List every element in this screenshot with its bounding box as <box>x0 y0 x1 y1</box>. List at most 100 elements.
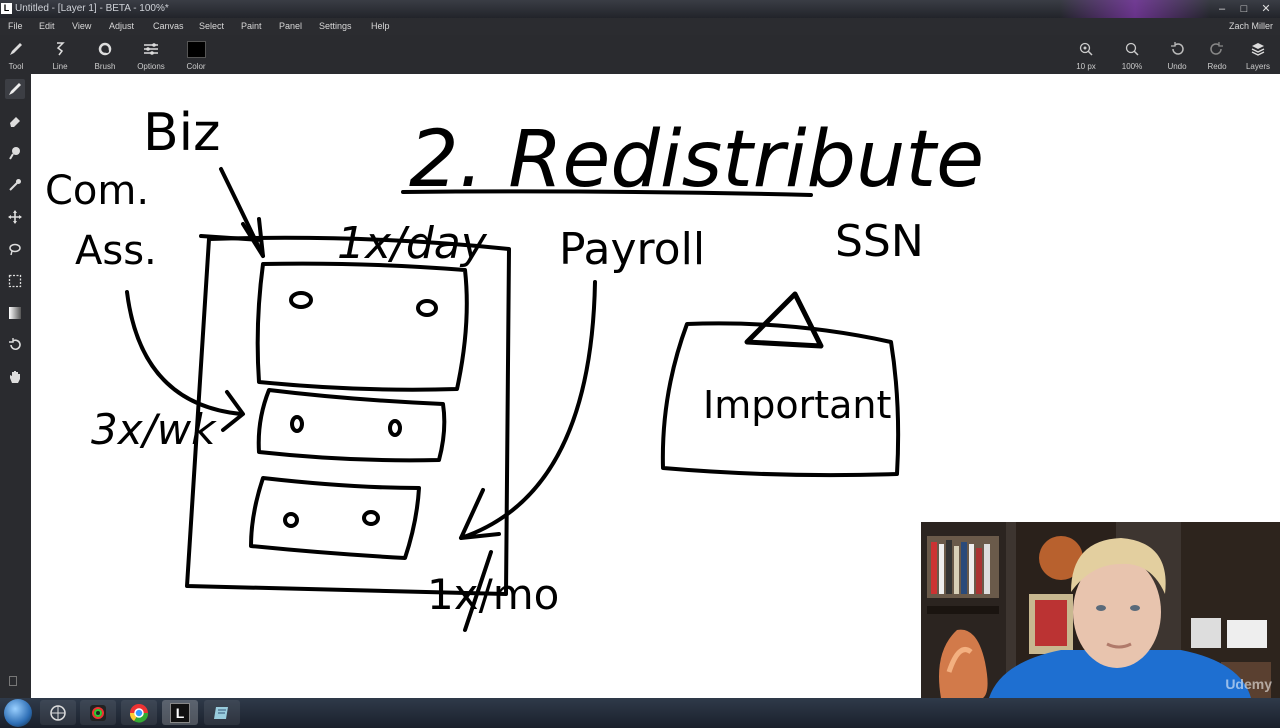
line-icon <box>38 39 82 59</box>
menu-settings[interactable]: Settings <box>319 21 352 31</box>
menu-help[interactable]: Help <box>371 21 390 31</box>
lasso-icon <box>9 243 21 256</box>
payroll-arrowhead <box>459 488 501 540</box>
menu-select[interactable]: Select <box>199 21 225 31</box>
taskbar-photos-app[interactable] <box>80 700 116 725</box>
zoom-icon <box>1110 39 1154 59</box>
sidebar-resize-handle[interactable] <box>9 676 17 686</box>
sidebar-rotate-tool[interactable] <box>5 335 25 355</box>
color-swatch <box>186 40 206 58</box>
user-name[interactable]: Zach Miller <box>1228 21 1273 31</box>
menu-view[interactable]: View <box>72 21 92 31</box>
label-ass: Ass. <box>75 228 157 274</box>
menu-file[interactable]: File <box>8 21 23 31</box>
layers-icon <box>1236 39 1280 59</box>
label-biz: Biz <box>143 103 220 163</box>
sidebar-eyedropper-tool[interactable] <box>5 175 25 195</box>
brush-label: Brush <box>94 62 116 71</box>
tool-sidebar <box>0 74 31 698</box>
hand-drawn-sketch: 2. Redistribute Biz Com. Ass. 1x/day 3x/… <box>45 103 984 632</box>
tool-button[interactable]: Tool <box>0 39 38 71</box>
sidebar-select-tool[interactable] <box>5 271 25 291</box>
color-label: Color <box>186 62 206 71</box>
maximize-button[interactable]: □ <box>1240 3 1248 15</box>
drawer-handle <box>362 510 380 526</box>
brush-shape-icon <box>83 39 127 59</box>
drawer-handle <box>416 299 438 317</box>
brush-button[interactable]: Brush <box>83 39 127 71</box>
minimize-button[interactable]: – <box>1218 3 1226 15</box>
zoom-button[interactable]: 100% <box>1110 39 1154 71</box>
section-title: 2. Redistribute <box>409 115 984 205</box>
label-com: Com. <box>45 168 149 214</box>
window-title: Untitled - [Layer 1] - BETA - 100%* <box>15 3 169 14</box>
brush-size-icon <box>1064 39 1108 59</box>
sidebar-lasso-tool[interactable] <box>5 239 25 259</box>
drawing-canvas[interactable]: 2. Redistribute Biz Com. Ass. 1x/day 3x/… <box>31 74 1280 698</box>
drawer-handle <box>283 512 299 528</box>
tool-label: Tool <box>8 62 24 71</box>
options-button[interactable]: Options <box>129 39 173 71</box>
taskbar: L <box>0 698 1280 728</box>
sidebar-hand-tool[interactable] <box>5 367 25 387</box>
title-underline <box>401 189 813 197</box>
sidebar-gradient-tool[interactable] <box>5 303 25 323</box>
menu-canvas[interactable]: Canvas <box>153 21 184 31</box>
zoom-label: 100% <box>1121 62 1143 71</box>
marquee-select-icon <box>8 274 22 288</box>
warning-triangle <box>744 291 824 349</box>
layers-label: Layers <box>1245 62 1270 71</box>
start-button[interactable] <box>4 699 32 727</box>
redo-button[interactable]: Redo <box>1195 39 1239 71</box>
title-highlight <box>1060 0 1210 18</box>
label-ssn: SSN <box>835 216 924 267</box>
color-button[interactable]: Color <box>174 39 218 71</box>
ass-line <box>199 234 263 242</box>
webcam-overlay: Udemy <box>921 522 1280 698</box>
brush-size-label: 10 px <box>1076 62 1096 71</box>
important-sign-box <box>660 321 901 478</box>
line-button[interactable]: Line <box>38 39 82 71</box>
taskbar-media-app[interactable] <box>40 700 76 725</box>
sidebar-eraser-tool[interactable] <box>5 111 25 131</box>
chrome-app-icon <box>129 703 149 723</box>
taskbar-lazy-nezumi-app[interactable]: L <box>162 700 198 725</box>
rotate-icon <box>9 338 21 351</box>
menu-paint[interactable]: Paint <box>241 21 262 31</box>
sidebar-move-tool[interactable] <box>5 207 25 227</box>
taskbar-chrome-app[interactable] <box>121 700 157 725</box>
brush-size-button[interactable]: 10 px <box>1064 39 1108 71</box>
cabinet-drawer-3 <box>249 476 421 560</box>
drawer-handle <box>290 415 304 433</box>
redo-icon <box>1195 39 1239 59</box>
line-label: Line <box>52 62 68 71</box>
menu-adjust[interactable]: Adjust <box>109 21 135 31</box>
sidebar-brush-tool[interactable] <box>5 79 25 99</box>
options-label: Options <box>137 62 165 71</box>
lazy-nezumi-app-icon: L <box>170 702 190 723</box>
undo-button[interactable]: Undo <box>1155 39 1199 71</box>
menu-edit[interactable]: Edit <box>39 21 55 31</box>
toolbar: Tool Line Brush Options Color 10 px 1 <box>0 35 1280 74</box>
eraser-icon <box>10 117 20 127</box>
drawer-handle <box>289 291 313 309</box>
label-important: Important <box>703 383 891 427</box>
drawer-handle <box>388 419 402 437</box>
sidebar-smudge-tool[interactable] <box>5 143 25 163</box>
gradient-icon <box>9 307 21 319</box>
title-bar: L Untitled - [Layer 1] - BETA - 100%* – … <box>0 0 1280 18</box>
photos-app-icon <box>90 704 106 721</box>
menu-panel[interactable]: Panel <box>279 21 303 31</box>
notes-app-icon <box>214 706 228 719</box>
label-1x-mo: 1x/mo <box>427 570 559 619</box>
undo-label: Undo <box>1167 62 1187 71</box>
com-ass-arrowhead <box>221 390 245 432</box>
taskbar-notes-app[interactable] <box>204 700 240 725</box>
hand-icon <box>10 371 20 383</box>
file-cabinet-outline <box>185 235 511 596</box>
layers-button[interactable]: Layers <box>1236 39 1280 71</box>
close-button[interactable]: ✕ <box>1261 3 1271 15</box>
biz-arrowhead <box>241 217 265 258</box>
smudge-icon <box>9 147 20 160</box>
cabinet-drawer-2 <box>256 388 447 463</box>
